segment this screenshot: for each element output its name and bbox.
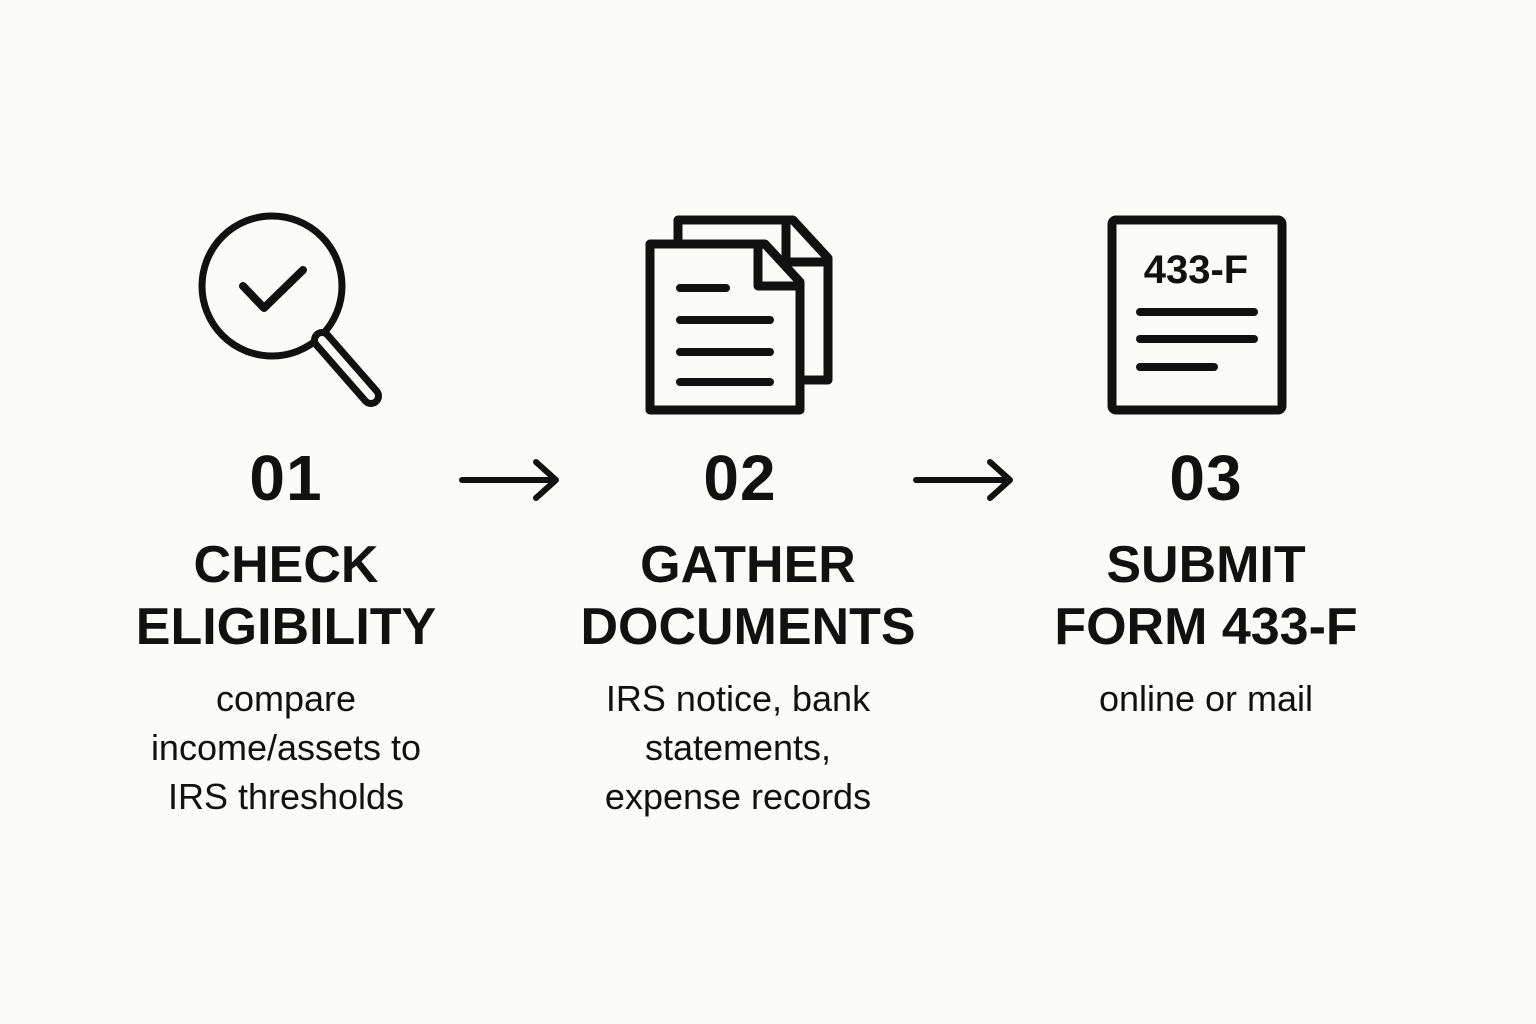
step-title: CHECK ELIGIBILITY (86, 534, 486, 658)
step-description-line: IRS notice, bank (605, 678, 871, 719)
step-title-line: FORM 433-F (1054, 598, 1358, 656)
step-description-line: statements, (644, 727, 832, 768)
step-number: 03 (1169, 442, 1243, 514)
step-description-line: income/assets to (150, 727, 422, 768)
step-title-line: SUBMIT (1106, 536, 1306, 594)
form-433f-icon: 433-F (1107, 215, 1287, 415)
step-number: 02 (703, 442, 777, 514)
step-description: IRS notice, bank statements, expense rec… (538, 674, 938, 821)
step-number: 01 (249, 442, 323, 514)
documents-stack-icon (645, 215, 833, 415)
step-title-line: ELIGIBILITY (135, 598, 437, 656)
right-arrow-icon (459, 459, 559, 501)
step-description-line: IRS thresholds (167, 776, 405, 817)
step-description-line: online or mail (1098, 678, 1314, 719)
step-title: SUBMIT FORM 433-F (1006, 534, 1406, 658)
step-title-line: CHECK (193, 536, 379, 594)
form-label: 433-F (1144, 248, 1249, 292)
step-3: 433-F 03 SUBMIT FORM 433-F online or mai… (1006, 0, 1406, 1024)
step-description: compare income/assets to IRS thresholds (86, 674, 486, 821)
step-title-line: DOCUMENTS (580, 598, 916, 656)
step-description-line: expense records (604, 776, 872, 817)
step-description: online or mail (1006, 674, 1406, 723)
step-2: 02 GATHER DOCUMENTS IRS notice, bank sta… (548, 0, 948, 1024)
magnifier-check-icon (198, 212, 382, 407)
right-arrow-icon (913, 459, 1013, 501)
step-description-line: compare (215, 678, 357, 719)
step-title: GATHER DOCUMENTS (548, 534, 948, 658)
step-1: 01 CHECK ELIGIBILITY compare income/asse… (86, 0, 486, 1024)
step-title-line: GATHER (640, 536, 856, 594)
